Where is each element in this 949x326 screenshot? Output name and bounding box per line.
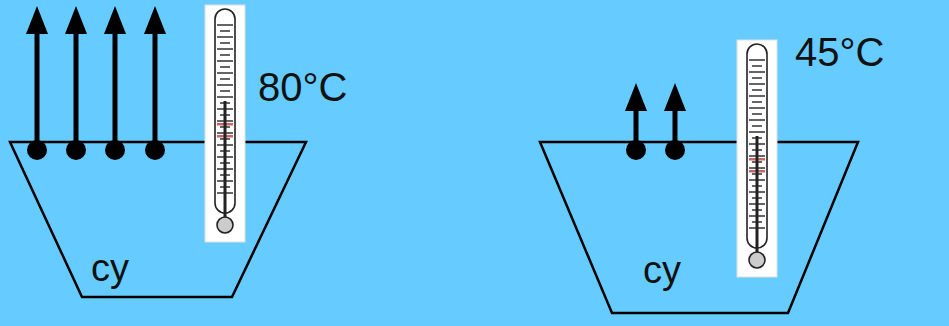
- thermometer: [737, 40, 777, 277]
- vapor-arrow: [625, 83, 647, 160]
- label-holder: 45°C: [795, 32, 884, 72]
- vapor-arrow: [26, 6, 48, 160]
- beaker: cy: [10, 142, 306, 297]
- beaker-label: cy: [643, 251, 681, 289]
- temperature-label: 80°C: [258, 67, 347, 107]
- beaker: cy: [540, 142, 858, 313]
- beaker-outline-path: [10, 142, 306, 297]
- beaker-label: cy: [91, 249, 129, 287]
- beaker-outline: [540, 142, 858, 313]
- beaker-outline-path: [540, 142, 858, 313]
- vapor-arrow: [104, 6, 126, 160]
- label-holder: 80°C: [258, 67, 347, 107]
- beaker-outline: [10, 142, 306, 297]
- temperature-label: 45°C: [795, 32, 884, 72]
- vapor-arrow: [664, 83, 686, 160]
- vapor-arrow: [144, 6, 166, 160]
- thermometer: [205, 5, 245, 242]
- vapor-arrow: [65, 6, 87, 160]
